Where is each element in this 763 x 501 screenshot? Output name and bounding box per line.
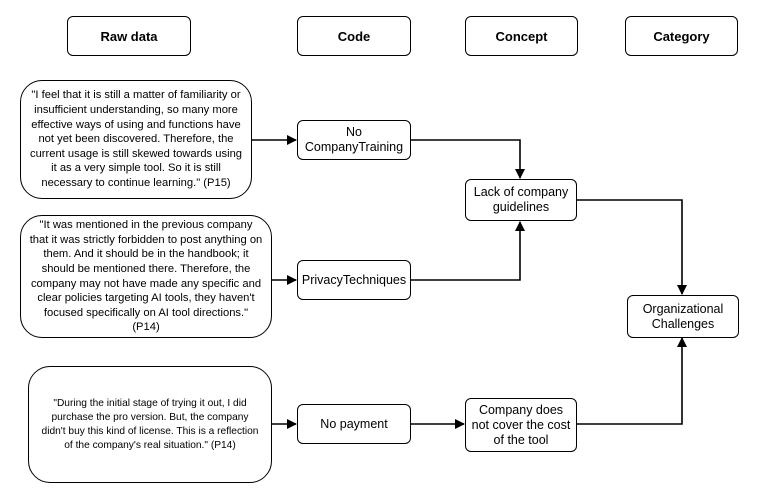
code-no-payment: No payment — [297, 404, 411, 444]
arrow-code1-to-concept1 — [410, 139, 525, 179]
raw-quote-p15: "I feel that it is still a matter of fam… — [20, 80, 252, 199]
header-concept: Concept — [465, 16, 578, 56]
arrow-concept2-to-category — [576, 337, 687, 425]
arrow-code2-to-concept2 — [410, 221, 525, 281]
header-category: Category — [625, 16, 738, 56]
concept-lack-of-company-guidelines: Lack of company guidelines — [465, 179, 577, 221]
arrow-concept1-to-category — [576, 199, 687, 295]
header-raw-data: Raw data — [67, 16, 191, 56]
raw-quote-p14-payment: "During the initial stage of trying it o… — [28, 366, 272, 483]
code-no-company-training: No CompanyTraining — [297, 120, 411, 160]
concept-company-does-not-cover-cost: Company does not cover the cost of the t… — [465, 398, 577, 452]
code-privacy-techniques: PrivacyTechniques — [297, 260, 411, 300]
raw-quote-p14-policy: "It was mentioned in the previous compan… — [20, 215, 272, 338]
category-organizational-challenges: Organizational Challenges — [627, 295, 739, 338]
header-code: Code — [297, 16, 411, 56]
